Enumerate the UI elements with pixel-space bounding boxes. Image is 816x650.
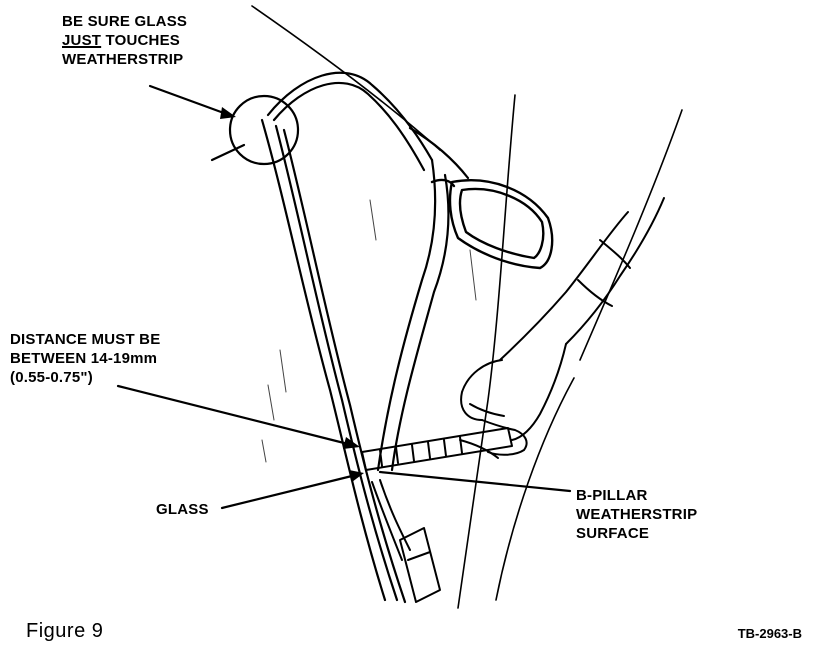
leader-arrowheads xyxy=(220,107,364,482)
distance-line2: BETWEEN 14-19mm xyxy=(10,350,158,367)
b-pillar-line2: WEATHERSTRIP xyxy=(576,506,698,523)
glass-callout: GLASS xyxy=(156,500,209,519)
glass-touch-line3: WEATHERSTRIP xyxy=(62,51,184,68)
figure-code: TB-2963-B xyxy=(737,626,802,641)
b-pillar-line1: B-PILLAR xyxy=(576,487,648,504)
gauge-ruler xyxy=(361,427,513,471)
b-pillar-callout: B-PILLAR WEATHERSTRIP SURFACE xyxy=(576,486,697,543)
distance-line3: (0.55-0.75") xyxy=(10,369,93,386)
b-pillar xyxy=(376,126,470,472)
glass-touch-line2-rest: TOUCHES xyxy=(101,32,180,49)
b-pillar-line3: SURFACE xyxy=(576,525,650,542)
touch-point-circle xyxy=(228,94,300,166)
distance-line1: DISTANCE MUST BE xyxy=(10,331,161,348)
just-emphasis: JUST xyxy=(62,32,102,49)
glass-label: GLASS xyxy=(156,501,209,518)
figure-number: Figure 9 xyxy=(26,620,104,642)
glass-touch-line1: BE SURE GLASS xyxy=(62,13,188,30)
door-frame xyxy=(260,71,434,604)
glass-touch-line2: JUST TOUCHES xyxy=(62,31,187,50)
glass-touch-callout: BE SURE GLASS JUST TOUCHES WEATHERSTRIP xyxy=(62,12,187,69)
glass-shading xyxy=(261,199,477,463)
leader-lines xyxy=(116,84,572,510)
mirror xyxy=(430,178,554,270)
distance-callout: DISTANCE MUST BE BETWEEN 14-19mm (0.55-0… xyxy=(10,330,160,387)
door-latch xyxy=(371,479,441,603)
hand xyxy=(459,343,567,459)
arm xyxy=(499,197,665,361)
